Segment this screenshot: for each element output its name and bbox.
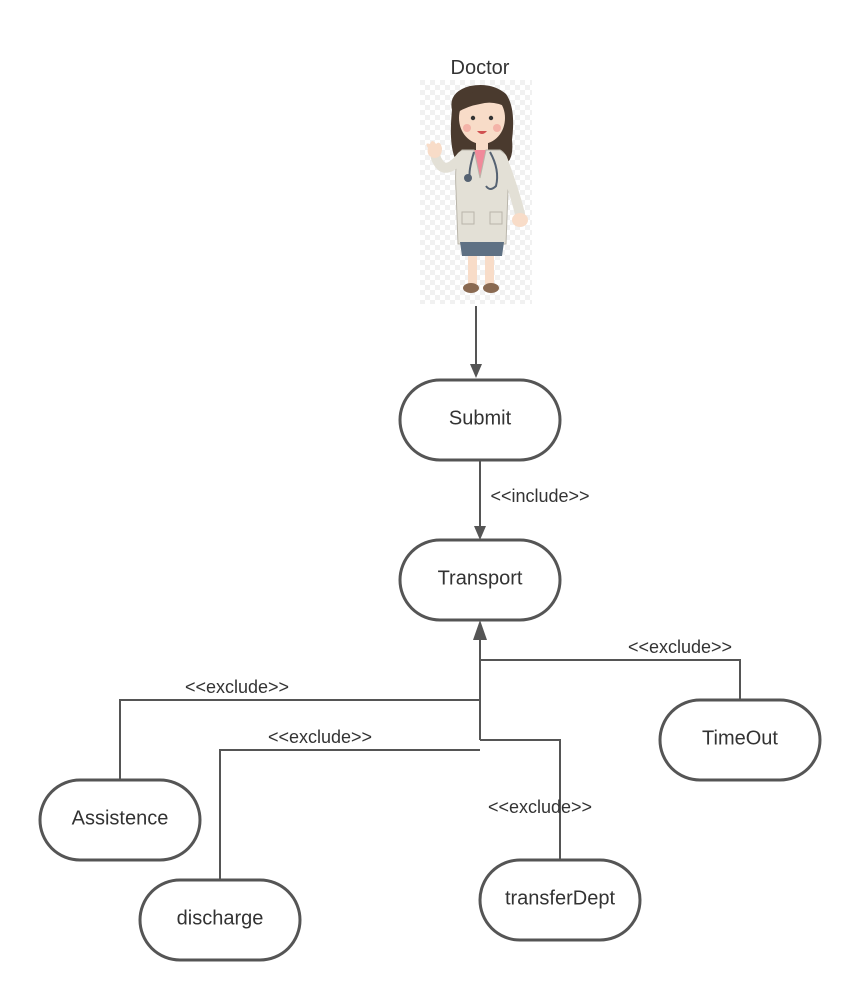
use-case-discharge[interactable]: discharge — [138, 878, 302, 962]
use-case-submit[interactable]: Submit — [398, 378, 562, 462]
exclude-timeout-label: <<exclude>> — [628, 637, 732, 657]
use-case-transport[interactable]: Transport — [398, 538, 562, 622]
use-case-assistence[interactable]: Assistence — [38, 778, 202, 862]
submit-label: Submit — [449, 407, 512, 429]
edge-include: <<include>> — [474, 461, 590, 540]
edge-doctor-submit — [470, 306, 482, 378]
doctor-illustration — [420, 80, 532, 304]
use-case-transferdept[interactable]: transferDept — [478, 858, 642, 942]
timeout-label: TimeOut — [702, 727, 778, 749]
transport-label: Transport — [438, 567, 523, 589]
edge-exclude-assistence: <<exclude>> — [119, 677, 480, 780]
arrowhead-icon — [474, 526, 486, 540]
use-case-timeout[interactable]: TimeOut — [658, 698, 822, 782]
discharge-label: discharge — [177, 907, 264, 929]
actor-label: Doctor — [451, 57, 510, 79]
exclude-arrowhead-icon — [473, 620, 487, 640]
include-label: <<include>> — [490, 486, 589, 506]
arrowhead-icon — [470, 364, 482, 378]
edge-exclude-transferdept: <<exclude>> — [480, 739, 592, 860]
edge-exclude-timeout: <<exclude>> — [480, 637, 741, 700]
edge-exclude-discharge: <<exclude>> — [219, 727, 480, 880]
assistence-label: Assistence — [72, 807, 169, 829]
transferdept-label: transferDept — [505, 887, 615, 909]
exclude-discharge-label: <<exclude>> — [268, 727, 372, 747]
exclude-transferdept-label: <<exclude>> — [488, 797, 592, 817]
doctor-actor[interactable]: Doctor — [420, 57, 532, 304]
exclude-assistence-label: <<exclude>> — [185, 677, 289, 697]
